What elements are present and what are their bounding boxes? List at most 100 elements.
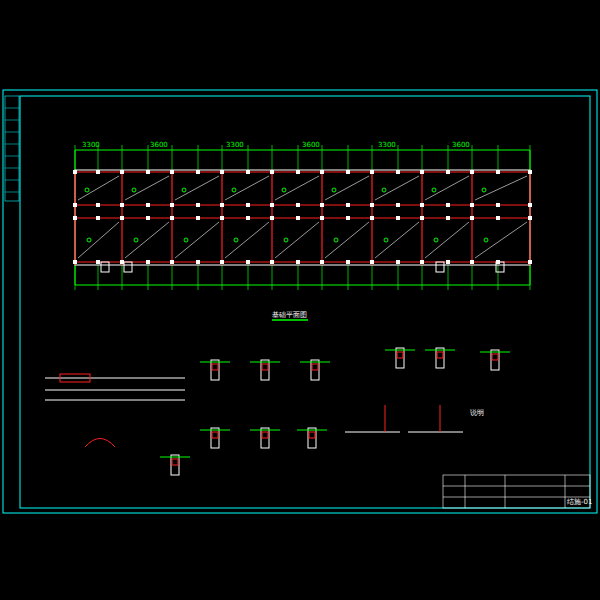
column-symbol <box>446 203 450 207</box>
cad-line <box>60 374 90 382</box>
cad-line <box>45 400 185 401</box>
column-symbol <box>346 260 350 264</box>
opening-mark <box>434 238 438 242</box>
section-detail <box>491 350 499 370</box>
column-symbol <box>270 216 274 220</box>
column-symbol <box>496 170 500 174</box>
section-detail <box>261 428 269 448</box>
cad-line <box>472 265 473 290</box>
cad-line <box>175 222 219 258</box>
cad-line <box>45 390 185 391</box>
opening-mark <box>482 188 486 192</box>
cad-line <box>222 145 223 170</box>
column-symbol <box>196 203 200 207</box>
cad-line <box>440 405 441 432</box>
cad-line <box>425 176 469 200</box>
column-symbol <box>528 203 532 207</box>
dimension-text: 3600 <box>150 142 168 149</box>
opening-mark <box>332 188 336 192</box>
cad-line <box>125 222 169 258</box>
column-symbol <box>73 260 77 264</box>
column-symbol <box>96 203 100 207</box>
cad-line <box>348 145 349 170</box>
cad-line <box>85 439 115 448</box>
cad-line <box>172 265 173 290</box>
opening-mark <box>334 238 338 242</box>
opening-mark <box>282 188 286 192</box>
column-symbol <box>270 203 274 207</box>
opening-mark <box>182 188 186 192</box>
opening-mark <box>134 238 138 242</box>
column-symbol <box>146 203 150 207</box>
column-symbol <box>446 216 450 220</box>
column-symbol <box>146 216 150 220</box>
cad-line <box>297 430 327 431</box>
cad-line <box>385 350 415 351</box>
cad-line <box>375 222 419 258</box>
column-symbol <box>96 216 100 220</box>
dimension-text: 3300 <box>226 142 244 149</box>
cad-line <box>250 362 280 363</box>
column-symbol <box>528 260 532 264</box>
dimension-text: 3600 <box>302 142 320 149</box>
entrance-step <box>101 262 109 272</box>
cad-line <box>492 354 498 360</box>
column-symbol <box>220 260 224 264</box>
column-symbol <box>296 203 300 207</box>
column-symbol <box>220 203 224 207</box>
column-symbol <box>420 216 424 220</box>
cad-line <box>200 362 230 363</box>
cad-line <box>385 405 386 432</box>
cad-line <box>498 145 499 170</box>
column-symbol <box>220 216 224 220</box>
cad-line <box>172 459 178 465</box>
opening-mark <box>432 188 436 192</box>
column-symbol <box>170 203 174 207</box>
cad-line <box>309 432 315 438</box>
cad-line <box>262 364 268 370</box>
column-symbol <box>446 260 450 264</box>
cad-line <box>225 222 269 258</box>
cad-line <box>472 145 473 170</box>
cad-line <box>5 120 19 121</box>
column-symbol <box>528 170 532 174</box>
opening-mark <box>384 238 388 242</box>
cad-line <box>78 222 119 258</box>
column-symbol <box>396 260 400 264</box>
column-symbol <box>496 203 500 207</box>
column-symbol <box>396 216 400 220</box>
cad-line <box>5 156 19 157</box>
cad-line <box>148 265 149 290</box>
column-symbol <box>296 170 300 174</box>
column-symbol <box>196 260 200 264</box>
entrance-step <box>436 262 444 272</box>
column-symbol <box>170 170 174 174</box>
cad-line <box>45 378 185 379</box>
cad-line <box>198 145 199 170</box>
cad-line <box>275 222 319 258</box>
cad-line <box>250 430 280 431</box>
column-symbol <box>196 170 200 174</box>
entrance-step <box>496 262 504 272</box>
column-symbol <box>120 260 124 264</box>
cad-line <box>248 265 249 290</box>
opening-mark <box>382 188 386 192</box>
cad-line <box>398 145 399 170</box>
column-symbol <box>296 260 300 264</box>
entrance-step <box>124 262 132 272</box>
column-symbol <box>146 260 150 264</box>
cad-line <box>322 145 323 170</box>
cad-line <box>425 222 469 258</box>
column-symbol <box>220 170 224 174</box>
cad-line <box>475 222 527 258</box>
cad-line <box>298 145 299 170</box>
column-symbol <box>296 216 300 220</box>
column-symbol <box>470 203 474 207</box>
cad-line <box>312 364 318 370</box>
cad-line <box>212 432 218 438</box>
column-symbol <box>420 203 424 207</box>
cad-line <box>422 145 423 170</box>
section-detail <box>436 348 444 368</box>
